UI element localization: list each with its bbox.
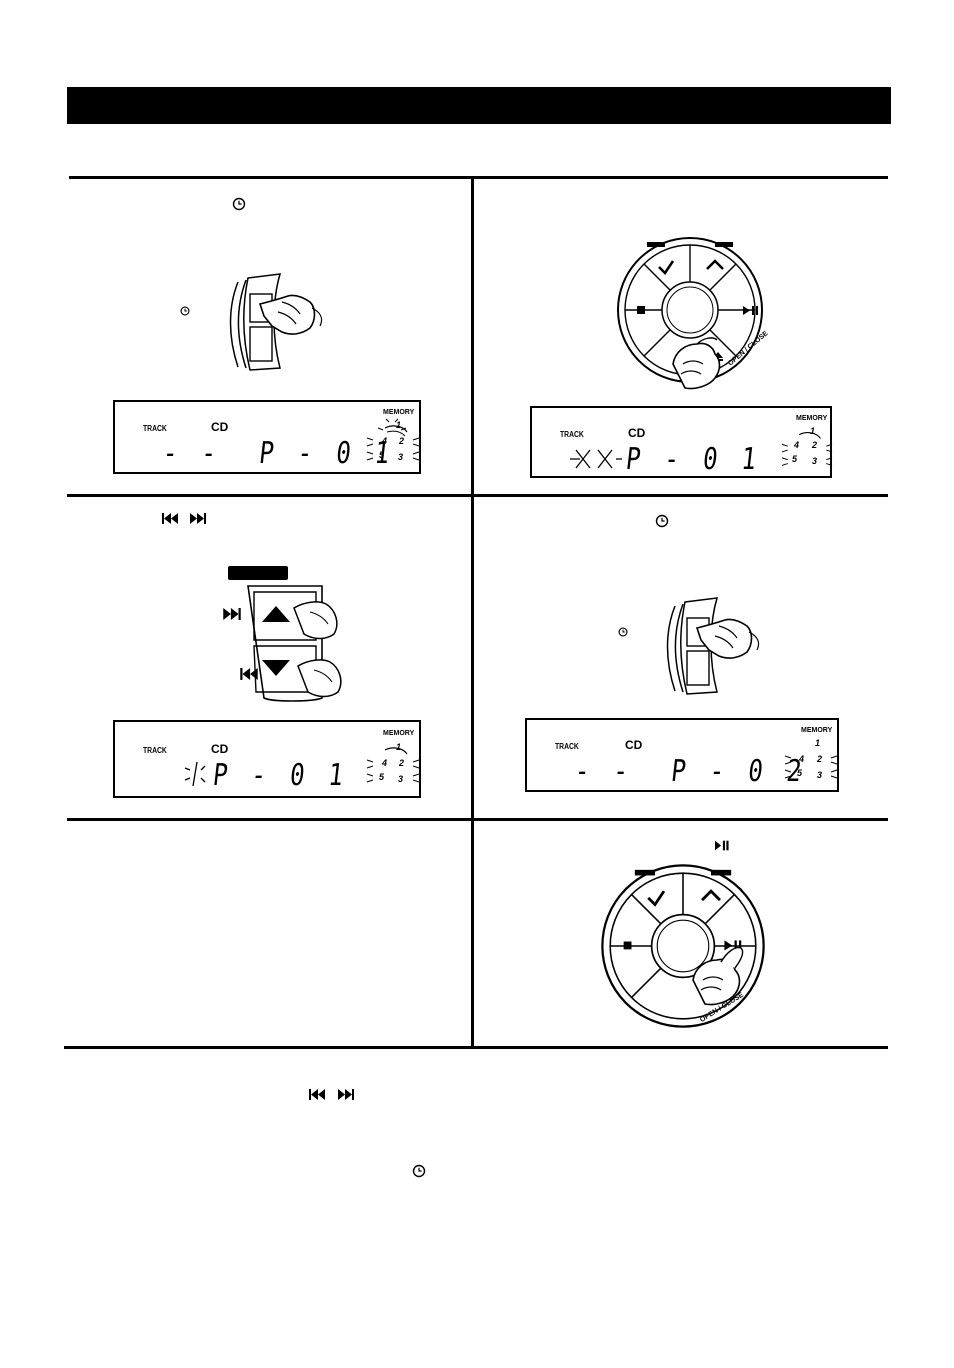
tuning-buttons-press-illustration [247,585,342,702]
memory-digit: 4 [382,436,388,446]
lcd-memory-label: MEMORY [383,409,415,416]
step-panel-5 [70,822,470,1046]
memory-digit: 1 [815,738,821,748]
memory-digit: 2 [812,440,818,450]
table-top-rule [69,176,888,179]
step-panel-1: TRACK CD MEMORY - - P - 0 1 1 2 3 4 5 [70,180,470,494]
clock-icon [232,197,246,211]
memory-digit: 3 [812,456,818,466]
lcd-memory-label: MEMORY [801,727,833,734]
lcd-program-readout: - - P - 0 2 [573,754,808,789]
lcd-program-readout: P - 0 1 [624,442,763,477]
lcd-program-readout: P - 0 1 [211,758,350,793]
cd-control-dial [617,237,763,383]
memory-digit: 5 [792,454,798,464]
lcd-track-label: TRACK [143,424,167,433]
timer-button-press-illustration [229,273,323,371]
memory-digit: 1 [396,742,402,752]
next-track-icon [190,513,206,524]
memory-digit: 3 [398,452,404,462]
lcd-display: TRACK CD MEMORY P - 0 1 1 2 3 4 5 [530,406,833,478]
play-pause-icon [743,306,758,315]
timer-button-press-illustration [666,597,760,695]
next-track-icon [223,608,241,620]
lcd-track-label: TRACK [143,746,167,755]
play-pause-icon [715,840,729,851]
previous-track-icon [162,513,178,524]
memory-digit: 1 [810,426,816,436]
blinking-track-digit-icon [184,761,206,787]
clock-icon [180,306,190,316]
memory-digit: 5 [379,772,385,782]
lcd-display: TRACK CD MEMORY P - 0 1 1 2 3 4 5 [113,720,421,798]
previous-track-icon [240,668,258,680]
memory-digit: 1 [396,420,402,430]
lcd-cd-label: CD [211,742,229,756]
clock-icon [618,627,628,637]
blinking-track-digits-icon [570,449,622,469]
memory-digit: 4 [382,758,388,768]
table-bottom-rule [64,1046,888,1049]
stop-icon [637,306,645,314]
table-row-rule-2 [67,818,888,821]
step-panel-2: OPEN / CLOSE TRACK CD MEMORY P - 0 1 1 2… [475,180,888,494]
lcd-cd-label: CD [625,738,643,752]
memory-digit: 3 [817,770,823,780]
lcd-display: TRACK CD MEMORY - - P - 0 1 1 2 3 4 5 [113,400,421,474]
memory-digit: 5 [379,450,385,460]
memory-indicator-icon [784,755,838,779]
memory-digit: 2 [817,754,823,764]
memory-digit: 2 [399,436,405,446]
clock-icon [412,1164,426,1178]
lcd-memory-label: MEMORY [383,730,415,737]
section-title-bar [67,87,891,124]
table-row-rule-1 [67,494,888,497]
lcd-display: TRACK CD MEMORY - - P - 0 2 1 2 3 4 5 [525,718,839,792]
memory-indicator-icon [781,432,833,466]
table-center-divider [471,176,474,1049]
memory-digit: 4 [794,440,800,450]
memory-digit: 2 [399,758,405,768]
lcd-cd-label: CD [211,420,229,434]
lcd-memory-label: MEMORY [796,415,828,422]
memory-digit: 4 [799,754,805,764]
memory-indicator-icon [366,418,420,461]
memory-digit: 3 [398,774,404,784]
finger-press-illustration [672,337,721,390]
lcd-program-readout: - - P - 0 1 [161,436,396,471]
memory-indicator-icon [366,747,420,783]
step-panel-6: OPEN / CLOSE [475,822,888,1046]
lcd-track-label: TRACK [560,430,584,439]
clock-icon [655,514,669,528]
memory-digit: 5 [797,768,803,778]
lcd-cd-label: CD [628,426,646,440]
finger-press-illustration [692,946,744,1006]
next-track-icon [338,1089,354,1100]
step-panel-3: TRACK CD MEMORY P - 0 1 1 2 3 4 5 [70,498,470,818]
lcd-track-label: TRACK [555,742,579,751]
previous-track-icon [309,1089,325,1100]
step-panel-4: TRACK CD MEMORY - - P - 0 2 1 2 3 4 5 [475,498,888,818]
button-group-label-bar [228,566,288,580]
